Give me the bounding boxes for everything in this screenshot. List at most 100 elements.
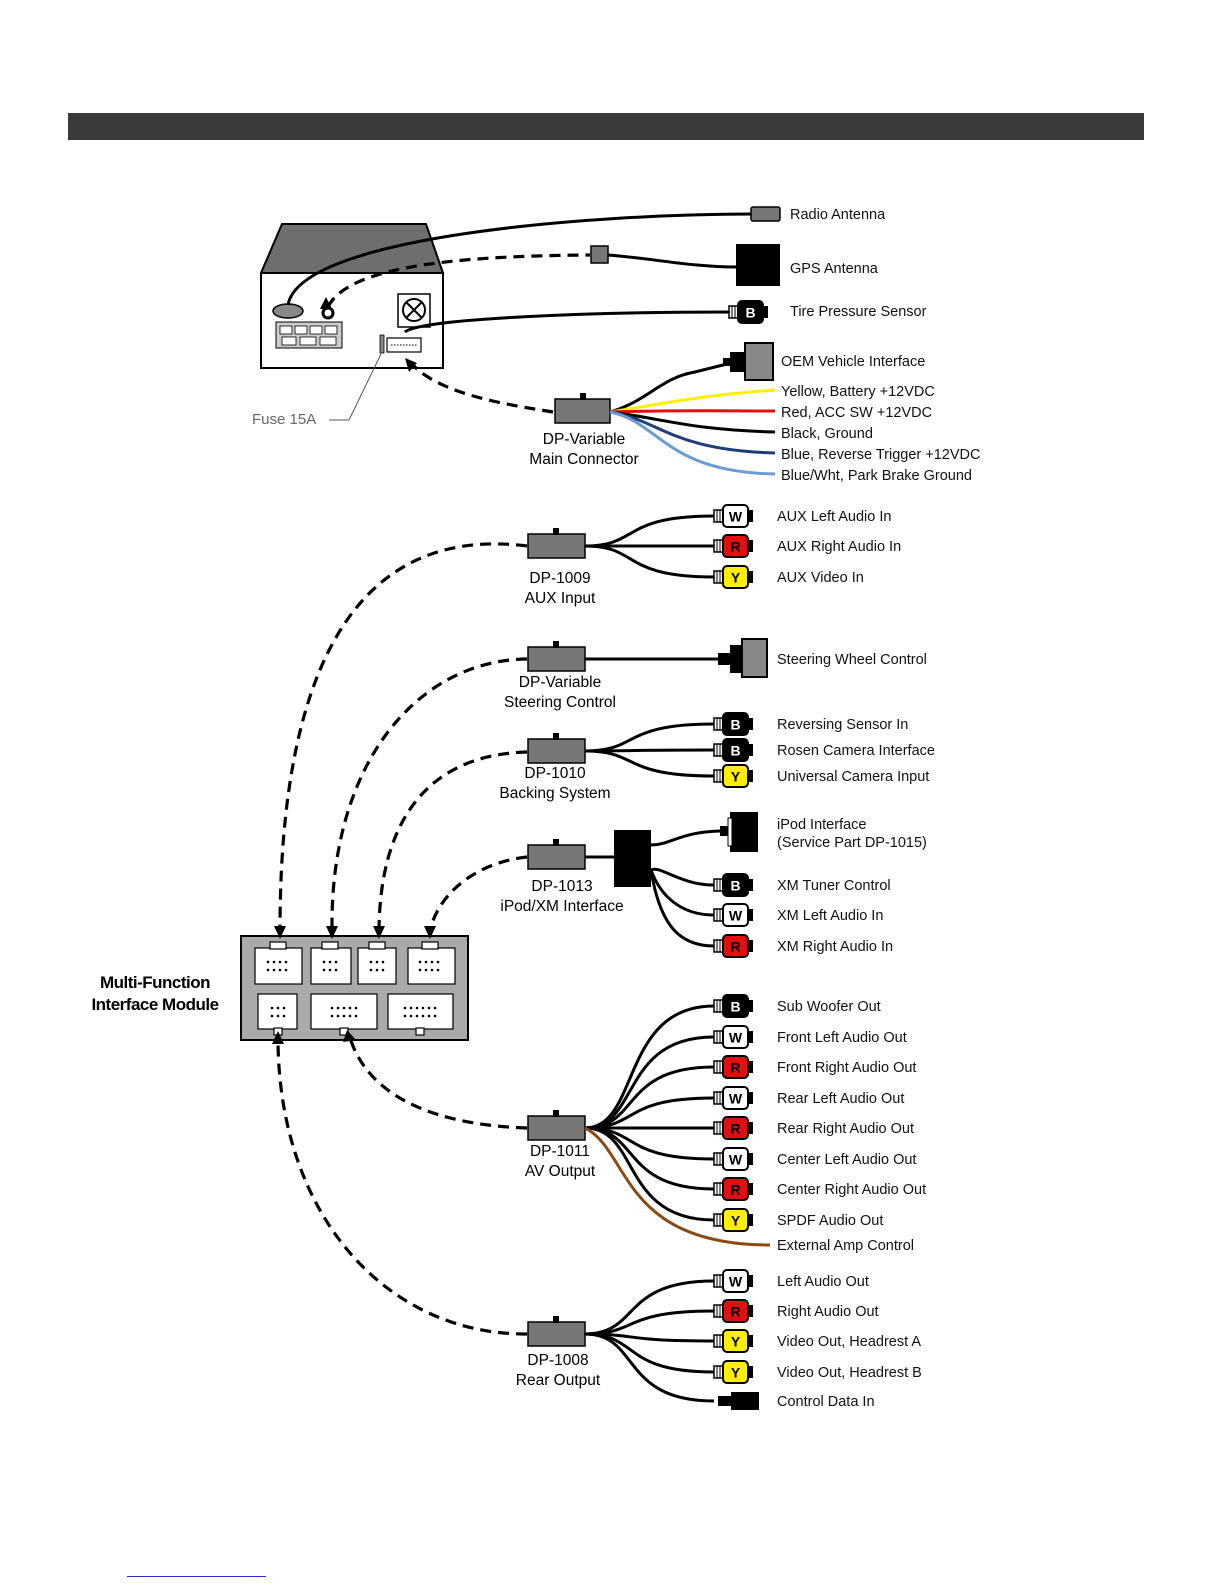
rca-plug-y: Y <box>713 565 753 589</box>
plug-letter: B <box>745 305 755 321</box>
output-label: Front Left Audio Out <box>777 1030 907 1046</box>
output-label: XM Left Audio In <box>777 908 883 924</box>
main-harness-wires <box>609 360 776 476</box>
rca-plug-r: R <box>713 1055 753 1079</box>
plug-letter: W <box>729 908 743 924</box>
head-unit-output-label: Tire Pressure Sensor <box>790 304 927 320</box>
plug-letter: W <box>729 509 743 525</box>
connector-name-line: DP-1010 <box>524 765 586 782</box>
output-label: Left Audio Out <box>777 1274 869 1290</box>
plug-letter: B <box>730 878 740 894</box>
plug-letter: B <box>730 717 740 733</box>
connector-body <box>527 1110 586 1141</box>
tire-pressure-plug: B <box>728 300 768 324</box>
connector-body <box>527 641 586 672</box>
rca-plug-w: W <box>713 903 753 927</box>
plug-letter: R <box>730 1060 740 1076</box>
rca-plug-r: R <box>713 1116 753 1140</box>
output-label: AUX Right Audio In <box>777 539 901 555</box>
output-label: XM Right Audio In <box>777 939 893 955</box>
plug-letter: Y <box>731 1213 741 1229</box>
module-links <box>276 542 528 1336</box>
connector-body <box>527 528 586 559</box>
rca-plug-r: R <box>713 534 753 558</box>
head-unit-wires <box>286 212 753 421</box>
output-label: Center Left Audio Out <box>777 1152 916 1168</box>
output-label: Steering Wheel Control <box>777 652 927 668</box>
head-unit <box>259 223 445 369</box>
rca-plug-w: W <box>713 504 753 528</box>
ipod-interface-plug <box>720 812 758 852</box>
module-link-arrows <box>272 926 436 1044</box>
plug-letter: B <box>730 999 740 1015</box>
plug-letter: W <box>729 1274 743 1290</box>
output-label: Front Right Audio Out <box>777 1060 916 1076</box>
output-label: AUX Left Audio In <box>777 509 891 525</box>
connector-name-line: Rear Output <box>516 1372 601 1389</box>
harness-label: Yellow, Battery +12VDC <box>781 384 935 400</box>
footer-link-underline <box>127 1576 266 1577</box>
output-label: Rosen Camera Interface <box>777 743 935 759</box>
radio-antenna-plug <box>750 206 781 222</box>
output-label: Right Audio Out <box>777 1304 879 1320</box>
plug-letter: R <box>730 1121 740 1137</box>
main-connector-plug <box>554 393 611 424</box>
output-label: Reversing Sensor In <box>777 717 908 733</box>
connector-name-line: DP-1009 <box>529 570 590 587</box>
output-label: iPod Interface <box>777 817 866 833</box>
rca-plug-b: B <box>713 994 753 1018</box>
plug-letter: Y <box>731 1334 741 1350</box>
rca-plug-r: R <box>713 934 753 958</box>
connector-body <box>527 839 586 870</box>
harness-label: Black, Ground <box>781 426 873 442</box>
rca-plug-r: R <box>713 1177 753 1201</box>
connector-body <box>527 1316 586 1347</box>
connector-name-line: DP-1008 <box>527 1352 588 1369</box>
connector-name-line: AUX Input <box>525 590 596 607</box>
plug-letter: R <box>730 1304 740 1320</box>
fuse-label: Fuse 15A <box>252 411 316 428</box>
rca-plug-y: Y <box>713 1208 753 1232</box>
rca-plug-b: B <box>713 873 753 897</box>
plug-letter: Y <box>731 769 741 785</box>
connector-body <box>527 733 586 764</box>
output-label: AUX Video In <box>777 570 864 586</box>
output-label: External Amp Control <box>777 1238 914 1254</box>
gps-antenna-port <box>321 306 335 320</box>
header-bar <box>68 113 1144 140</box>
main-connector-label-line1: DP-Variable <box>543 431 625 448</box>
plug-letter: W <box>729 1030 743 1046</box>
module-ports-top <box>254 941 456 985</box>
rca-plug-y: Y <box>713 764 753 788</box>
harness-label: Red, ACC SW +12VDC <box>781 405 932 421</box>
module-ports-bottom <box>257 993 454 1036</box>
radio-antenna-port <box>272 303 304 319</box>
ipod-xm-interface-box <box>614 830 651 887</box>
control-data-plug <box>718 1392 759 1410</box>
main-connector-label-line2: Main Connector <box>529 451 638 468</box>
plug-letter: R <box>730 939 740 955</box>
connector-name-line: Steering Control <box>504 694 616 711</box>
harness-label: Blue, Reverse Trigger +12VDC <box>781 447 980 463</box>
head-unit-output-label: Radio Antenna <box>790 207 886 223</box>
rca-plug-b: B <box>713 712 753 736</box>
harness-label: Blue/Wht, Park Brake Ground <box>781 468 972 484</box>
connector-name-line: DP-1011 <box>530 1143 590 1160</box>
multi-function-module <box>240 935 469 1041</box>
rca-plug-r: R <box>713 1299 753 1323</box>
output-label: XM Tuner Control <box>777 878 891 894</box>
plug-letter: R <box>730 539 740 555</box>
fuse <box>379 334 385 354</box>
output-label: Universal Camera Input <box>777 769 929 785</box>
rca-plug-y: Y <box>713 1360 753 1384</box>
output-label: Video Out, Headrest A <box>777 1334 921 1350</box>
plug-letter: B <box>730 743 740 759</box>
connector-name-line: AV Output <box>525 1163 596 1180</box>
output-label: SPDF Audio Out <box>777 1213 883 1229</box>
output-label: Center Right Audio Out <box>777 1182 926 1198</box>
head-unit-output-label: GPS Antenna <box>790 261 879 277</box>
gps-antenna-icon <box>736 244 780 286</box>
plug-letter: Y <box>731 570 741 586</box>
